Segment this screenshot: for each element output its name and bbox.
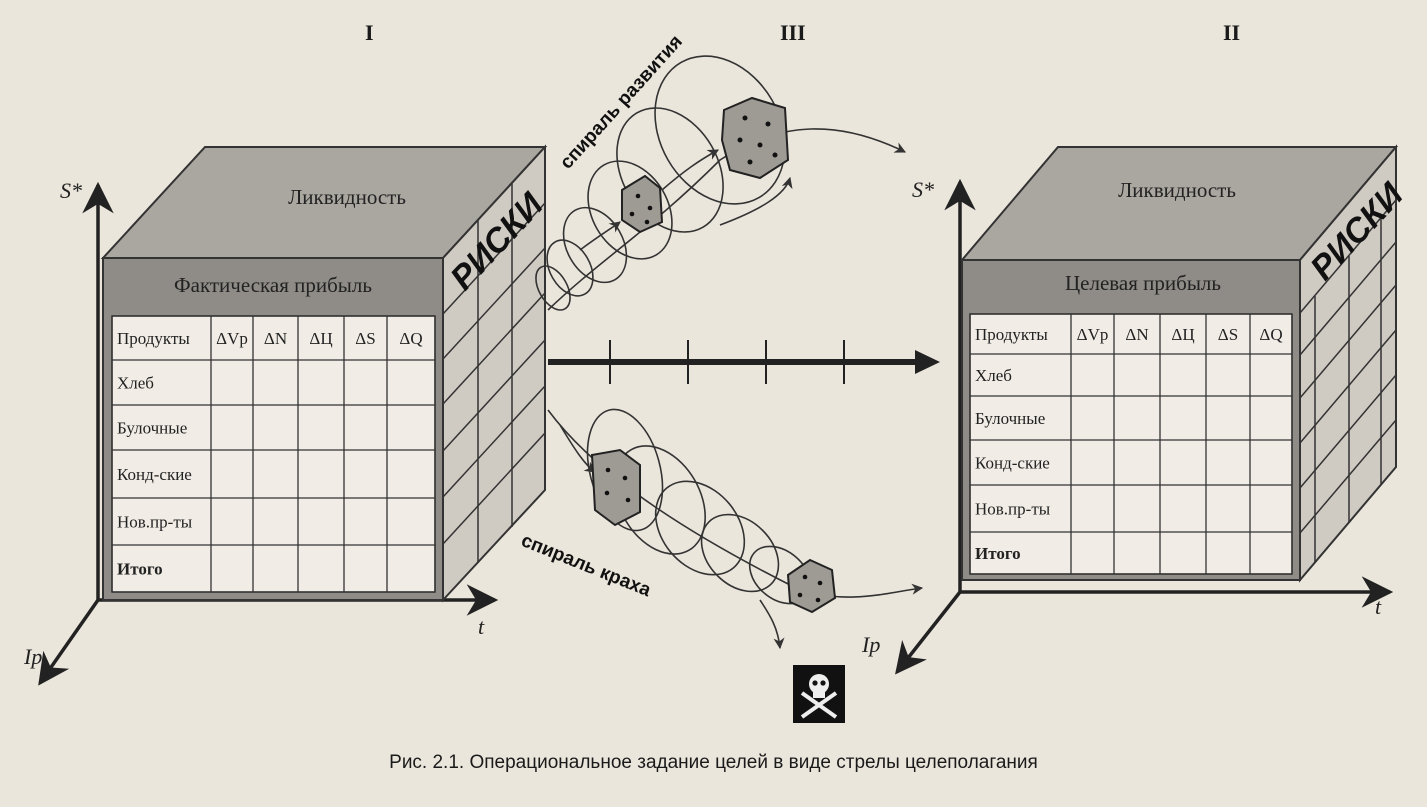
column-header: ΔN <box>264 329 287 348</box>
goal-arrow <box>548 340 940 384</box>
front-title: Фактическая прибыль <box>174 273 372 297</box>
cube-top-label: Ликвидность <box>288 185 406 209</box>
column-header: ΔN <box>1125 325 1148 344</box>
axis-t-label: t <box>478 614 485 639</box>
column-header: ΔЦ <box>1171 325 1194 344</box>
row-label: Итого <box>975 544 1021 563</box>
heading-iii: III <box>780 20 806 45</box>
crash-spiral <box>547 408 924 650</box>
risk-blob-1 <box>621 174 664 234</box>
row-label: Хлеб <box>117 374 154 393</box>
row-label: Булочные <box>975 409 1045 428</box>
axis-ip-label: Ip <box>23 644 42 669</box>
column-header: Продукты <box>975 325 1048 344</box>
axis-t-label-right: t <box>1375 594 1382 619</box>
column-header: ΔVp <box>1077 325 1109 344</box>
table-grid-right <box>969 313 1293 575</box>
axis-ip-label-right: Ip <box>861 632 880 657</box>
row-label: Булочные <box>117 419 187 438</box>
row-label: Итого <box>117 560 163 579</box>
row-label: Нов.пр-ты <box>975 500 1051 519</box>
development-spiral <box>535 55 907 311</box>
spiral-crash-label: спираль краха <box>518 530 654 601</box>
table-target <box>969 313 1293 575</box>
cube-target: S* t Ip Ликвидность РИСКИ Целевая прибыл… <box>861 144 1412 675</box>
column-header: ΔQ <box>1259 325 1282 344</box>
side-grid <box>442 183 546 563</box>
axis-ip-right <box>895 590 962 675</box>
row-label: Хлеб <box>975 366 1012 385</box>
side-grid-right <box>1299 199 1397 562</box>
axis-s-label-right: S* <box>912 177 934 202</box>
row-label: Конд-ские <box>117 465 192 484</box>
table-actual <box>111 315 436 593</box>
column-header: ΔЦ <box>309 329 332 348</box>
column-header: ΔS <box>355 329 375 348</box>
axis-s-label: S* <box>60 178 82 203</box>
column-header: ΔQ <box>399 329 422 348</box>
cube-actual: S* t Ip Ликвидность РИСКИ Фактическая пр… <box>23 144 552 686</box>
spiral-development-label: спираль развития <box>556 31 687 173</box>
risk-blob-4 <box>786 558 837 614</box>
cube-top-label-right: Ликвидность <box>1118 178 1236 202</box>
skull-crossbones-icon <box>793 665 845 723</box>
front-title-right: Целевая прибыль <box>1065 271 1221 295</box>
table-grid <box>111 315 436 593</box>
heading-ii: II <box>1223 20 1240 45</box>
figure-caption: Рис. 2.1. Операциональное задание целей … <box>389 752 1038 773</box>
risk-blob-3 <box>590 448 641 527</box>
row-label: Конд-ские <box>975 454 1050 473</box>
risk-blob-2 <box>720 96 790 180</box>
column-header: ΔS <box>1218 325 1238 344</box>
axis-ip-left <box>38 598 100 686</box>
column-header: ΔVp <box>216 329 248 348</box>
heading-i: I <box>365 20 374 45</box>
row-label: Нов.пр-ты <box>117 513 193 532</box>
column-header: Продукты <box>117 329 190 348</box>
